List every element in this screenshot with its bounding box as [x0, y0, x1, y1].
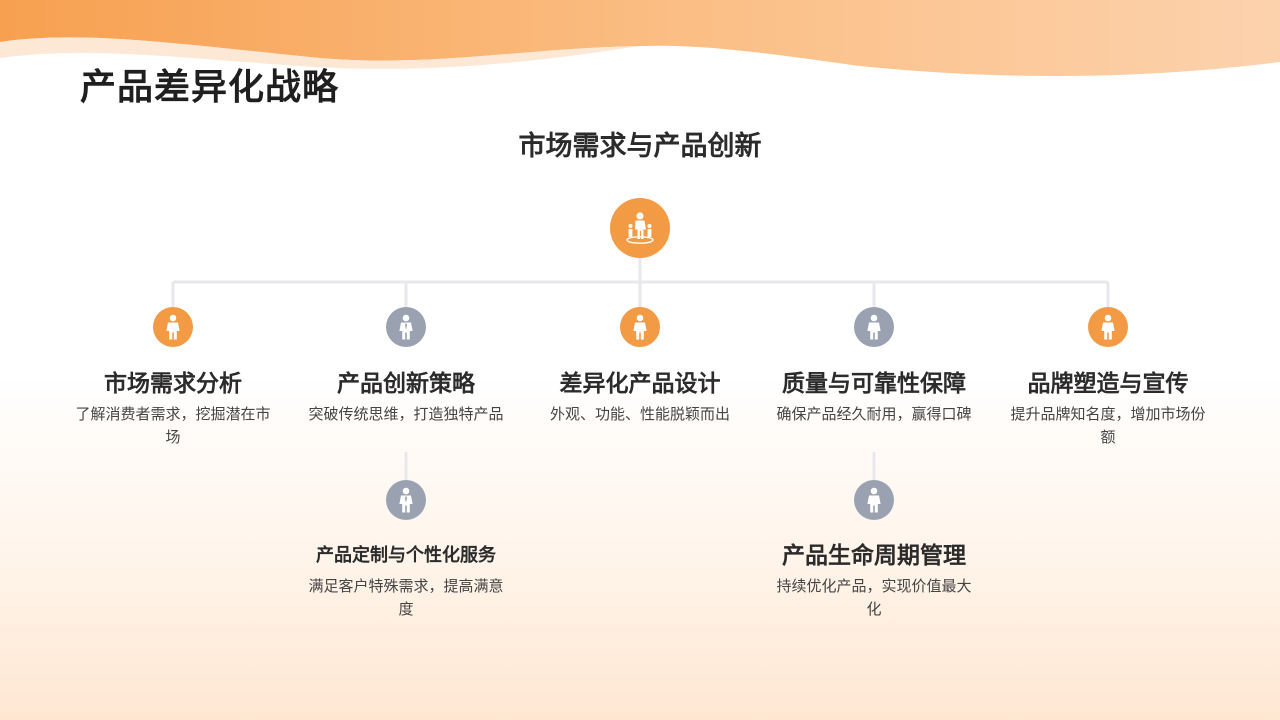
person-icon	[166, 314, 180, 340]
node-description: 外观、功能、性能脱颖而出	[549, 405, 730, 423]
businessman-icon	[399, 314, 413, 340]
node-circle-quality	[854, 307, 894, 347]
businessman-icon	[399, 487, 413, 513]
subnode-description: 持续优化产品，实现价值最大化	[776, 577, 972, 618]
header-wave-decoration	[0, 0, 1280, 76]
node-description: 确保产品经久耐用，赢得口碑	[776, 405, 972, 423]
node-title: 品牌塑造与宣传	[1027, 371, 1189, 397]
person-icon	[867, 314, 881, 340]
subnode-circle-lifecycle	[854, 480, 894, 520]
subnode-title: 产品生命周期管理	[782, 543, 966, 569]
page-title: 产品差异化战略	[80, 67, 340, 108]
node-title: 产品创新策略	[337, 371, 475, 397]
node-circle-innovation-strategy	[386, 307, 426, 347]
subnode-description: 满足客户特殊需求，提高满意度	[308, 577, 504, 618]
node-circle-branding	[1088, 307, 1128, 347]
people-group-icon	[626, 212, 654, 244]
node-title: 差异化产品设计	[559, 371, 721, 397]
node-description: 提升品牌知名度，增加市场份额	[1010, 405, 1206, 446]
subnode-circle-customization	[386, 480, 426, 520]
subnode-title: 产品定制与个性化服务	[316, 545, 496, 566]
person-icon	[1101, 314, 1115, 340]
root-node-circle	[610, 198, 670, 258]
node-description: 突破传统思维，打造独特产品	[308, 405, 504, 423]
node-title: 质量与可靠性保障	[782, 371, 966, 397]
node-description: 了解消费者需求，挖掘潜在市场	[75, 405, 271, 446]
person-icon	[633, 314, 647, 340]
root-node-title: 市场需求与产品创新	[518, 131, 762, 162]
node-circle-market-analysis	[153, 307, 193, 347]
node-circle-product-design	[620, 307, 660, 347]
node-title: 市场需求分析	[104, 371, 242, 397]
person-icon	[867, 487, 881, 513]
